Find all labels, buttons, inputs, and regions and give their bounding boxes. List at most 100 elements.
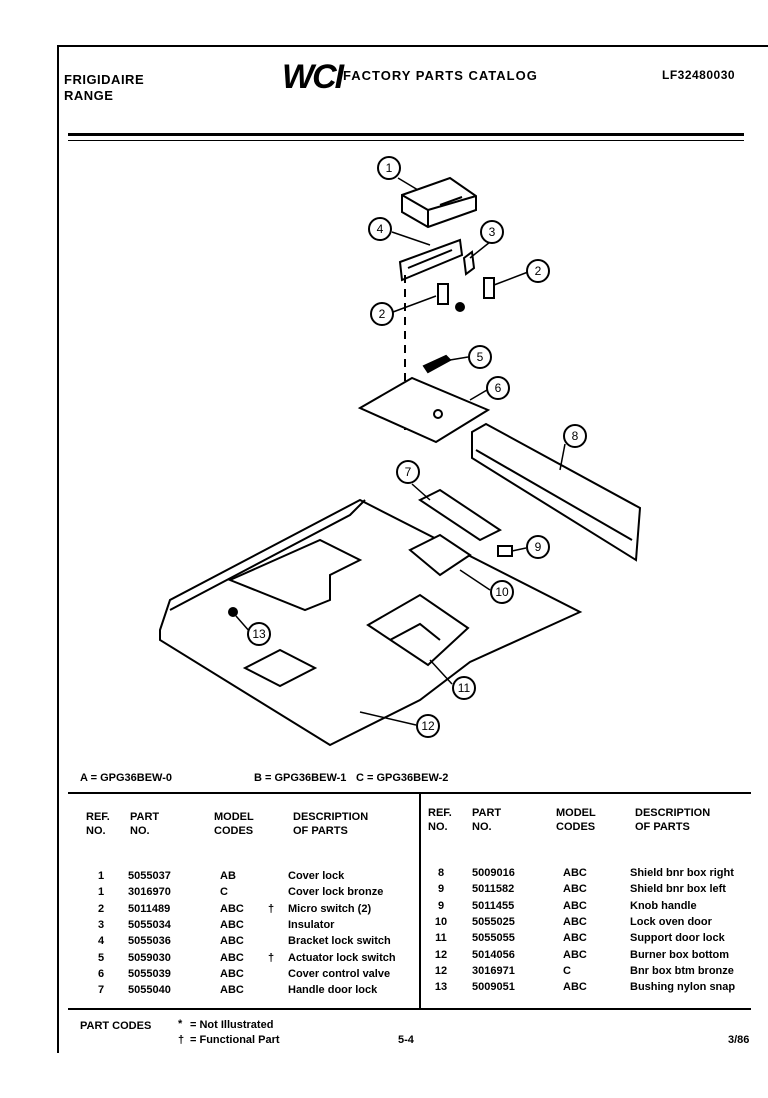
callout-label: 1 — [386, 161, 393, 175]
row-model-codes: ABC — [563, 981, 587, 994]
callout-label: 11 — [458, 681, 471, 695]
callout-2a — [526, 259, 550, 283]
row-part-number: 5055036 — [128, 935, 171, 948]
row-part-number: 5055039 — [128, 967, 171, 980]
row-part-number: 5011582 — [472, 883, 515, 896]
row-part-number: 5055037 — [128, 870, 171, 882]
bracket-part — [398, 238, 464, 282]
wci-logo: WCI — [282, 58, 344, 96]
callout-2b — [370, 302, 394, 326]
row-model-codes: ABC — [563, 883, 587, 896]
row-model-codes: ABC — [563, 915, 587, 928]
callout-label: 9 — [535, 540, 542, 554]
row-description: Cover lock — [288, 870, 345, 882]
row-part-number: 5011455 — [472, 899, 515, 912]
dagger-symbol: † — [178, 1034, 185, 1046]
callout-label: 2 — [535, 264, 542, 278]
row-ref: 2 — [97, 902, 105, 915]
part-codes-label: PART CODES — [80, 1020, 152, 1032]
row-description: Handle door lock — [288, 984, 378, 997]
row-model-codes: ABC — [220, 918, 244, 931]
callout-label: 3 — [489, 225, 496, 239]
micro-switch-right — [483, 277, 495, 299]
callout-9 — [526, 535, 550, 559]
row-part-number: 5014056 — [472, 948, 515, 961]
callout-label: 4 — [377, 222, 384, 236]
table-bottom-rule — [68, 1008, 751, 1010]
callout-5 — [468, 345, 492, 369]
row-functional-mark: † — [268, 951, 275, 964]
catalog-title: FACTORY PARTS CATALOG — [343, 68, 538, 83]
row-ref: 3 — [97, 918, 105, 931]
star-symbol: * — [178, 1018, 183, 1030]
model-a: A = GPG36BEW-0 — [80, 772, 172, 784]
row-description: Cover control valve — [288, 967, 391, 980]
row-model-codes: ABC — [220, 951, 244, 964]
product-name: RANGE — [64, 88, 114, 103]
callout-label: 2 — [379, 307, 386, 321]
header-brand-block: FRIGIDAIRE RANGE — [64, 72, 144, 104]
page-frame — [57, 45, 768, 1053]
row-description: Bnr box btm bronze — [630, 964, 734, 977]
row-model-codes: C — [220, 886, 228, 899]
row-ref: 1 — [97, 886, 105, 899]
callout-label: 8 — [572, 429, 579, 443]
row-model-codes: ABC — [563, 867, 587, 879]
page-number: 5-4 — [398, 1034, 414, 1046]
support-part — [366, 593, 470, 667]
row-part-number: 5009016 — [472, 867, 515, 879]
row-part-number: 5055055 — [472, 932, 515, 945]
handle-part — [418, 488, 502, 542]
callout-3 — [480, 220, 504, 244]
row-ref: 6 — [97, 967, 105, 980]
callout-12 — [416, 714, 440, 738]
row-ref: 1 — [97, 870, 105, 882]
row-description: Knob handle — [630, 899, 697, 912]
row-ref: 4 — [97, 935, 105, 948]
row-description: Micro switch (2) — [288, 902, 372, 915]
date-code: 3/86 — [728, 1034, 750, 1046]
row-model-codes: C — [563, 964, 571, 977]
catalog-number: LF32480030 — [662, 68, 736, 82]
row-part-number: 5011489 — [128, 902, 171, 915]
row-model-codes: ABC — [220, 902, 244, 915]
row-ref: 12 — [434, 964, 448, 977]
row-description: Lock oven door — [630, 915, 712, 928]
row-description: Support door lock — [630, 932, 725, 945]
row-description: Cover lock bronze — [288, 886, 384, 899]
row-part-number: 5055034 — [128, 918, 171, 931]
row-ref: 10 — [434, 915, 448, 928]
row-ref: 5 — [97, 951, 105, 964]
callout-label: 6 — [495, 381, 502, 395]
callout-7 — [396, 460, 420, 484]
row-part-number: 3016971 — [472, 964, 515, 977]
callout-6 — [486, 376, 510, 400]
cover-valve-plate — [357, 376, 491, 444]
parts-diagram: 1 4 3 2 2 5 6 8 7 9 10 13 11 12 — [159, 156, 642, 747]
functional-note: = Functional Part — [190, 1034, 280, 1046]
callout-label: 13 — [252, 627, 266, 641]
row-model-codes: ABC — [563, 948, 587, 961]
row-model-codes: AB — [220, 870, 236, 882]
callout-8 — [563, 424, 587, 448]
row-description: Insulator — [288, 918, 335, 931]
row-ref: 7 — [97, 984, 105, 997]
col-ref-right: REF.NO. — [428, 807, 452, 833]
header-rule-thick — [68, 133, 744, 136]
callout-label: 5 — [477, 350, 484, 364]
shield-part — [471, 422, 642, 562]
row-ref: 9 — [437, 883, 445, 896]
row-ref: 9 — [437, 899, 445, 912]
row-part-number: 5059030 — [128, 951, 171, 964]
table-top-rule — [68, 792, 751, 794]
model-c: C = GPG36BEW-2 — [356, 772, 449, 784]
callout-11 — [452, 676, 476, 700]
row-description: Burner box bottom — [630, 948, 729, 961]
callout-label: 10 — [495, 585, 509, 599]
row-functional-mark: † — [268, 902, 275, 915]
row-description: Shield bnr box right — [630, 867, 734, 879]
